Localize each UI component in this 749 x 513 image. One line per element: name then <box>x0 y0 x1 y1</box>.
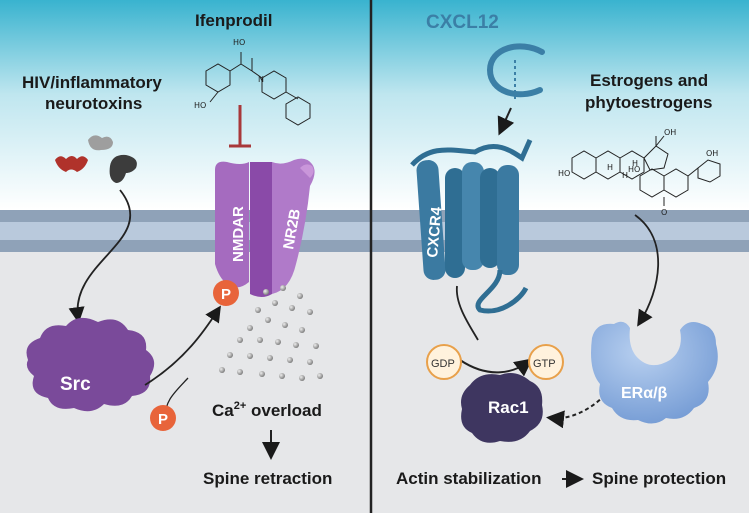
ifenprodil-structure <box>205 52 311 126</box>
neurotoxin-to-src-arrow <box>68 189 132 324</box>
neurotoxin-icons <box>55 135 137 183</box>
isoflavone-o-label: O <box>661 208 667 217</box>
membrane-core <box>0 222 749 240</box>
calcium-overload-label: Ca2+ overload <box>212 400 322 420</box>
neurotoxin-label-line2: neurotoxins <box>45 94 142 113</box>
ifenprodil-oh-label: HO <box>233 38 245 47</box>
hormone-label-line1: Estrogens and <box>590 71 708 90</box>
isoflavone-structure <box>639 159 721 206</box>
estradiol-oh-label: OH <box>664 128 676 137</box>
gtp-label: GTP <box>533 358 556 370</box>
actin-stabilization-label: Actin stabilization <box>396 469 541 488</box>
nmdar-phosphate-icon <box>213 280 239 306</box>
spine-retraction-label: Spine retraction <box>203 469 332 488</box>
free-phosphate-icon <box>150 405 176 431</box>
isoflavone-ho-label: HO <box>628 165 640 174</box>
gtp-icon <box>528 344 564 380</box>
rac1-icon <box>461 373 543 443</box>
calcium-ions <box>219 285 323 381</box>
cxcr4-label: CXCR4 <box>424 206 445 259</box>
src-kinase-icon <box>26 317 155 412</box>
neurotoxin-dark-icon <box>109 154 137 183</box>
nmdar-phosphate-label: P <box>221 286 231 303</box>
spine-protection-label: Spine protection <box>592 469 726 488</box>
cxcl12-label: CXCL12 <box>426 12 499 33</box>
estradiol-h2-label: H <box>607 163 613 172</box>
left-panel: HO N HO Ifenprodil HIV/inflammatory neur… <box>22 11 332 488</box>
free-phosphate-label: P <box>158 411 168 428</box>
estradiol-structure <box>571 135 669 180</box>
cxcr4-to-rac1-line <box>456 285 479 341</box>
membrane-inner-leaflet <box>0 240 749 252</box>
ifenprodil-ho-label: HO <box>194 101 206 110</box>
rac1-label: Rac1 <box>488 398 529 417</box>
cxcl12-chemokine-icon <box>486 43 545 98</box>
estradiol-h3-label: H <box>622 171 628 180</box>
gdp-to-gtp-arrow <box>459 358 533 377</box>
src-label: Src <box>60 374 91 395</box>
neurotoxin-label-line1: HIV/inflammatory <box>22 73 162 92</box>
cxcr4-receptor <box>410 138 533 314</box>
neurotoxin-grey-icon <box>88 135 113 151</box>
cxcl12-to-cxcr4-arrow <box>497 107 515 136</box>
estrogen-to-er-arrow <box>634 214 660 327</box>
er-receptor-icon <box>591 321 718 424</box>
er-label: ERα/β <box>621 385 668 402</box>
neurotoxin-red-icon <box>55 156 88 172</box>
er-to-rac1-arrow <box>546 394 606 429</box>
nr2b-label: NR2B <box>280 207 304 250</box>
ifenprodil-label: Ifenprodil <box>195 11 272 30</box>
gdp-icon <box>426 344 462 380</box>
estradiol-h1-label: H <box>632 159 638 168</box>
gdp-label: GDP <box>431 358 455 370</box>
src-to-nmdar-arrow <box>144 305 221 386</box>
hormone-label-line2: phytoestrogens <box>585 93 713 112</box>
isoflavone-oh-label: OH <box>706 149 718 158</box>
nmdar-label: NMDAR <box>230 206 247 262</box>
membrane-outer-leaflet <box>0 210 749 222</box>
estradiol-ho-label: HO <box>558 169 570 178</box>
right-panel: CXCL12 CXCR4 GDP GTP Rac1 Es <box>396 12 726 488</box>
ifenprodil-n-label: N <box>258 75 264 84</box>
nmdar-receptor <box>215 158 315 297</box>
